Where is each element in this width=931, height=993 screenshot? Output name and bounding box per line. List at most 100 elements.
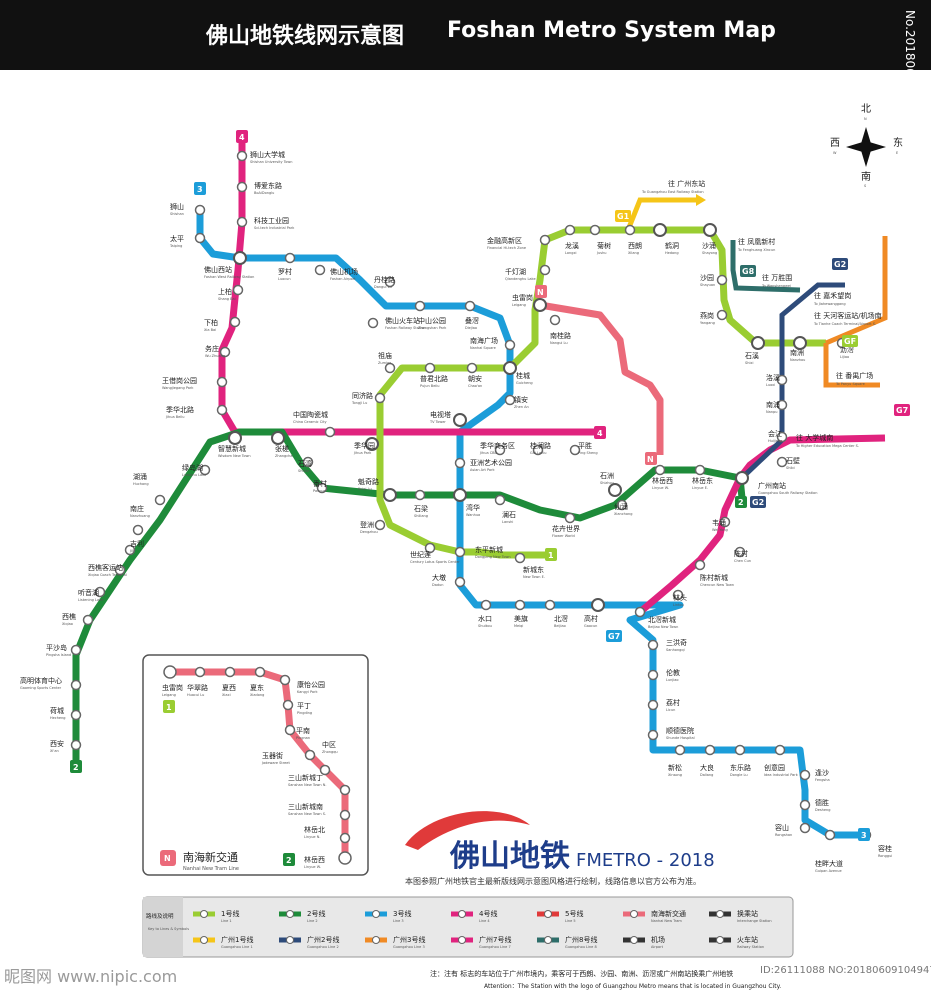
station-dot[interactable] [70, 679, 82, 691]
station-dot[interactable] [367, 317, 379, 329]
station-dot[interactable] [719, 516, 731, 528]
interchange-dot[interactable] [793, 336, 807, 350]
station-dot[interactable] [236, 181, 248, 193]
station-dot[interactable] [232, 284, 244, 296]
interchange-dot[interactable] [228, 431, 242, 445]
inset-station-dot[interactable] [339, 809, 351, 821]
station-dot[interactable] [776, 456, 788, 468]
station-dot[interactable] [716, 309, 728, 321]
station-dot[interactable] [216, 404, 228, 416]
station-dot[interactable] [70, 709, 82, 721]
inset-station-dot[interactable] [338, 851, 352, 865]
station-dot[interactable] [514, 552, 526, 564]
station-dot[interactable] [672, 589, 684, 601]
inset-station-dot[interactable] [319, 764, 331, 776]
interchange-dot[interactable] [503, 361, 517, 375]
inset-station-dot[interactable] [194, 666, 206, 678]
interchange-dot[interactable] [653, 223, 667, 237]
inset-station-dot[interactable] [254, 666, 266, 678]
station-dot[interactable] [70, 739, 82, 751]
station-dot[interactable] [634, 606, 646, 618]
inset-station-dot[interactable] [304, 749, 316, 761]
station-dot[interactable] [716, 274, 728, 286]
station-dot[interactable] [647, 639, 659, 651]
station-dot[interactable] [229, 316, 241, 328]
station-dot[interactable] [776, 431, 788, 443]
station-dot[interactable] [124, 544, 136, 556]
station-dot[interactable] [424, 362, 436, 374]
station-dot[interactable] [776, 399, 788, 411]
station-dot[interactable] [454, 546, 466, 558]
inset-station-dot[interactable] [282, 699, 294, 711]
station-dot[interactable] [704, 744, 716, 756]
station-dot[interactable] [799, 822, 811, 834]
station-dot[interactable] [564, 224, 576, 236]
station-dot[interactable] [647, 729, 659, 741]
station-dot[interactable] [132, 524, 144, 536]
station-dot[interactable] [504, 339, 516, 351]
station-dot[interactable] [154, 494, 166, 506]
station-dot[interactable] [647, 699, 659, 711]
interchange-dot[interactable] [383, 488, 397, 502]
station-dot[interactable] [694, 464, 706, 476]
station-dot[interactable] [734, 546, 746, 558]
inset-station-dot[interactable] [284, 724, 296, 736]
interchange-dot[interactable] [271, 431, 285, 445]
inset-station-dot[interactable] [224, 666, 236, 678]
station-dot[interactable] [539, 264, 551, 276]
station-dot[interactable] [504, 394, 516, 406]
station-dot[interactable] [694, 559, 706, 571]
station-dot[interactable] [654, 464, 666, 476]
interchange-dot[interactable] [735, 471, 749, 485]
station-dot[interactable] [199, 464, 211, 476]
station-dot[interactable] [454, 576, 466, 588]
station-dot[interactable] [236, 150, 248, 162]
station-dot[interactable] [544, 599, 556, 611]
station-dot[interactable] [414, 489, 426, 501]
interchange-dot[interactable] [453, 413, 467, 427]
inset-station-dot[interactable] [339, 832, 351, 844]
station-dot[interactable] [219, 346, 231, 358]
station-dot[interactable] [674, 744, 686, 756]
station-dot[interactable] [194, 232, 206, 244]
station-dot[interactable] [374, 519, 386, 531]
station-dot[interactable] [94, 586, 106, 598]
station-dot[interactable] [324, 426, 336, 438]
inset-station-dot[interactable] [339, 784, 351, 796]
station-dot[interactable] [494, 494, 506, 506]
station-dot[interactable] [480, 599, 492, 611]
station-dot[interactable] [464, 300, 476, 312]
station-dot[interactable] [776, 374, 788, 386]
station-dot[interactable] [539, 234, 551, 246]
station-dot[interactable] [114, 564, 126, 576]
station-dot[interactable] [384, 276, 396, 288]
station-dot[interactable] [302, 456, 314, 468]
station-dot[interactable] [647, 669, 659, 681]
station-dot[interactable] [589, 224, 601, 236]
station-dot[interactable] [82, 614, 94, 626]
station-dot[interactable] [624, 224, 636, 236]
station-dot[interactable] [774, 744, 786, 756]
station-dot[interactable] [514, 599, 526, 611]
station-dot[interactable] [569, 444, 581, 456]
station-dot[interactable] [216, 376, 228, 388]
station-dot[interactable] [284, 252, 296, 264]
station-dot[interactable] [374, 392, 386, 404]
interchange-dot[interactable] [703, 223, 717, 237]
station-dot[interactable] [70, 644, 82, 656]
interchange-dot[interactable] [533, 298, 547, 312]
station-dot[interactable] [384, 362, 396, 374]
station-dot[interactable] [532, 444, 544, 456]
inset-station-dot[interactable] [163, 665, 177, 679]
interchange-dot[interactable] [453, 488, 467, 502]
station-dot[interactable] [194, 204, 206, 216]
interchange-dot[interactable] [751, 336, 765, 350]
interchange-dot[interactable] [233, 251, 247, 265]
station-dot[interactable] [424, 542, 436, 554]
station-dot[interactable] [734, 744, 746, 756]
station-dot[interactable] [616, 499, 628, 511]
station-dot[interactable] [466, 362, 478, 374]
station-dot[interactable] [236, 216, 248, 228]
interchange-dot[interactable] [365, 437, 379, 451]
station-dot[interactable] [799, 799, 811, 811]
